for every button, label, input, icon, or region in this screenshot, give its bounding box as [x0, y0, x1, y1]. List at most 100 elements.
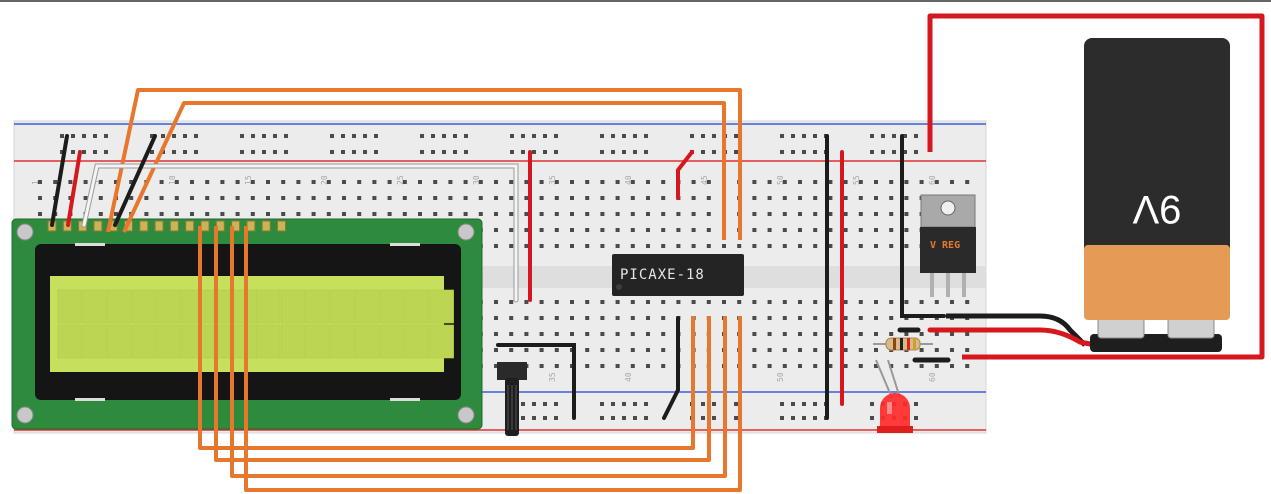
breadboard-hole [965, 364, 970, 368]
lcd-character-cell [330, 324, 355, 359]
breadboard-hole [98, 212, 103, 216]
breadboard-hole [752, 348, 757, 352]
rail-hole [284, 150, 288, 154]
column-number: 1 [31, 180, 40, 185]
rail-hole [521, 150, 525, 154]
lcd-character-cell [355, 324, 380, 359]
rail-hole [903, 150, 907, 154]
breadboard-hole [828, 196, 833, 200]
breadboard-hole [661, 300, 666, 304]
lcd-character-cell [429, 324, 454, 359]
wire-red [66, 150, 82, 227]
rail-hole [622, 150, 626, 154]
breadboard-hole [554, 332, 559, 336]
battery-9v: 9V [1084, 38, 1230, 352]
breadboard-hole [235, 212, 240, 216]
potentiometer [497, 362, 527, 436]
lcd-character-cell [132, 289, 157, 324]
breadboard-hole [372, 212, 377, 216]
breadboard-hole [661, 244, 666, 248]
breadboard-hole [874, 228, 878, 232]
wire-black [50, 134, 69, 227]
breadboard-hole [585, 300, 590, 304]
breadboard-hole [463, 196, 468, 200]
rail-hole [453, 150, 457, 154]
rail-hole [510, 150, 514, 154]
regulator-body [920, 227, 976, 273]
breadboard-hole [858, 196, 863, 200]
breadboard-hole [630, 196, 635, 200]
rail-hole [791, 416, 795, 420]
rail-hole [172, 150, 176, 154]
breadboard-hole [889, 332, 894, 336]
breadboard-hole [554, 180, 559, 184]
rail-hole [622, 416, 626, 420]
breadboard-hole [615, 212, 620, 216]
rail-hole [813, 134, 817, 138]
breadboard-hole [889, 364, 894, 368]
breadboard-hole [524, 316, 529, 320]
breadboard-hole [98, 196, 103, 200]
breadboard-hole [874, 348, 878, 352]
rail-hole [712, 402, 716, 406]
breadboard-hole [509, 196, 514, 200]
orange-wires [106, 88, 742, 492]
breadboard-hole [478, 212, 483, 216]
column-number: 5 [92, 180, 101, 185]
breadboard-hole [524, 348, 529, 352]
breadboard-hole [950, 364, 954, 368]
breadboard-hole [828, 244, 833, 248]
breadboard-hole [767, 180, 772, 184]
rail-hole [611, 416, 615, 420]
rail-hole [712, 150, 716, 154]
led-lead [875, 359, 893, 399]
wire-black [662, 316, 680, 420]
lcd-character-cell [206, 289, 231, 324]
breadboard-hole [554, 212, 559, 216]
column-number: 50 [776, 372, 785, 382]
rail-hole [510, 134, 514, 138]
breadboard-hole [813, 364, 818, 368]
breadboard-hole [813, 228, 818, 232]
breadboard-hole [919, 180, 924, 184]
breadboard-hole [372, 180, 377, 184]
breadboard-hole [874, 212, 878, 216]
rail-hole [104, 150, 108, 154]
breadboard-hole [934, 332, 939, 336]
breadboard-hole [600, 332, 605, 336]
wire-white [82, 164, 518, 302]
breadboard-hole [615, 244, 620, 248]
breadboard-hole [600, 196, 605, 200]
breadboard-hole [813, 332, 818, 336]
breadboard-hole [706, 180, 711, 184]
rail-hole [431, 150, 435, 154]
rail-hole [791, 134, 795, 138]
breadboard-hole [114, 180, 118, 184]
breadboard-hole [509, 180, 514, 184]
led [875, 359, 913, 433]
rail-hole [183, 150, 187, 154]
breadboard-hole [813, 196, 818, 200]
breadboard-hole [509, 300, 514, 304]
breadboard-hole [646, 316, 650, 320]
breadboard-hole [190, 196, 194, 200]
breadboard-hole [615, 300, 620, 304]
breadboard-hole [494, 244, 498, 248]
breadboard-hole [661, 228, 666, 232]
breadboard-hole [661, 180, 666, 184]
breadboard-hole [570, 180, 574, 184]
breadboard-hole [281, 212, 286, 216]
rail-hole [464, 134, 468, 138]
lcd-header-pin [277, 220, 286, 232]
breadboard-hole [767, 348, 772, 352]
breadboard-hole [630, 332, 635, 336]
breadboard-hole [691, 228, 696, 232]
resistor-band [907, 338, 910, 350]
breadboard-hole [585, 316, 590, 320]
breadboard-hole [524, 212, 529, 216]
breadboard-hole [570, 332, 574, 336]
breadboard-hole [554, 300, 559, 304]
breadboard-hole [159, 196, 164, 200]
rail-hole [870, 150, 874, 154]
